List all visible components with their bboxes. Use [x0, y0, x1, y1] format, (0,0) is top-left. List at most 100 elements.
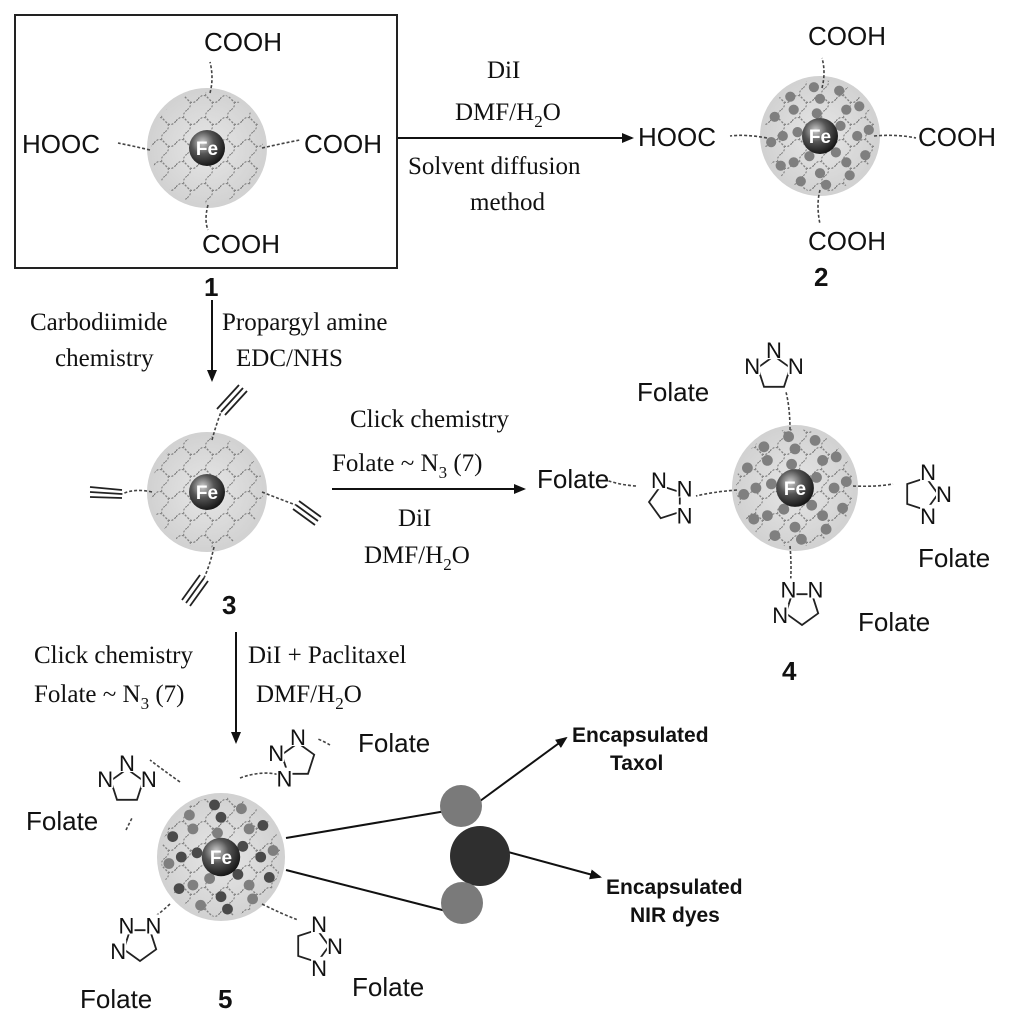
- arrow-nir: [507, 851, 602, 880]
- zoom-line-top: [285, 809, 453, 839]
- dye-dot: [854, 101, 865, 112]
- triazole-nitrogen: N: [119, 751, 135, 776]
- dye-dot: [806, 499, 818, 511]
- compound-1-number: 1: [204, 272, 218, 302]
- dye-dot: [209, 799, 220, 811]
- dye-dot: [175, 851, 187, 863]
- triazole-nitrogen: N: [277, 767, 293, 792]
- dye-dot: [215, 811, 227, 823]
- dye-dot: [841, 157, 852, 168]
- taxol-sphere-lower: [441, 882, 483, 924]
- legend-nir-line1: Encapsulated: [606, 876, 743, 899]
- dye-dot: [844, 170, 855, 181]
- fe-label: Fe: [210, 848, 232, 869]
- c5-folate-bl: Folate: [80, 984, 152, 1014]
- c4-folate-left: Folate: [537, 464, 609, 494]
- legend-taxol-line1: Encapsulated: [572, 724, 709, 747]
- nanoparticle-3: Fe: [147, 432, 267, 552]
- dye-dot: [788, 157, 799, 168]
- dye-dot: [766, 137, 777, 148]
- dye-dot: [834, 85, 845, 96]
- nanoparticle-1: Fe: [147, 88, 267, 208]
- dye-dot: [786, 458, 797, 470]
- dye-dot: [738, 489, 750, 500]
- triazole-nitrogen: N: [268, 741, 284, 766]
- dye-dot: [163, 858, 175, 869]
- c5-folate-br: Folate: [352, 972, 424, 1002]
- dye-dot: [830, 451, 842, 463]
- dye-dot: [236, 803, 247, 815]
- triazole-nitrogen: N: [677, 504, 693, 529]
- taxol-sphere: [440, 785, 482, 827]
- reaction-arrows: [207, 133, 634, 913]
- arrow-taxol: [475, 736, 568, 805]
- dye-dot: [263, 872, 275, 883]
- dye-dot: [762, 510, 773, 521]
- dye-dot: [237, 840, 249, 852]
- c5-folate-tl: Folate: [26, 806, 98, 836]
- dye-dot: [814, 168, 826, 179]
- iron-oxide-core: [201, 837, 241, 877]
- c5-folate-tr: Folate: [358, 728, 430, 758]
- dye-dot: [748, 513, 760, 525]
- dye-dot: [811, 108, 822, 119]
- triazole-nitrogen: N: [311, 912, 327, 937]
- dye-dot: [212, 827, 223, 839]
- iron-oxide-core: [189, 474, 225, 510]
- dye-dot: [785, 91, 796, 102]
- iron-oxide-core: [802, 118, 838, 154]
- dye-dot: [777, 130, 788, 142]
- legend-nir-line2: NIR dyes: [630, 904, 720, 927]
- triazole-nitrogen: N: [110, 939, 126, 964]
- dye-dot: [187, 879, 199, 891]
- r2-chemistry: chemistry: [55, 345, 154, 372]
- zoom-line-bottom: [285, 869, 451, 913]
- r3-solvent: DMF/H2O: [364, 542, 470, 574]
- dye-dot: [257, 820, 269, 831]
- c2-right-cooh: COOH: [918, 122, 996, 152]
- triazole-nitrogen: N: [936, 482, 952, 507]
- dye-dot: [840, 476, 852, 487]
- r1-method-line2: method: [470, 189, 545, 216]
- alkyne-bottom: [181, 574, 209, 607]
- dye-dot: [796, 533, 807, 545]
- dye-dot: [247, 893, 258, 905]
- nanoparticle-5: Fe: [157, 793, 285, 921]
- r3-click: Click chemistry: [350, 406, 509, 433]
- r4-dii-paclitaxel: DiI + Paclitaxel: [248, 642, 407, 669]
- r4-solvent: DMF/H2O: [256, 681, 362, 713]
- dye-dot: [215, 891, 227, 903]
- triazole-ring: NNN: [97, 751, 157, 801]
- dye-dot: [778, 503, 790, 515]
- triazole-nitrogen: N: [766, 338, 782, 363]
- nanoparticle-4: Fe: [732, 425, 858, 551]
- triazole-nitrogen: N: [744, 354, 760, 379]
- compound-5-number: 5: [218, 984, 232, 1014]
- triazole-ring: NNN: [268, 725, 316, 792]
- triazole-nitrogen: N: [920, 504, 936, 529]
- dye-dot: [820, 523, 832, 535]
- triazole-nitrogen: N: [146, 913, 162, 938]
- dye-dot: [821, 179, 832, 190]
- dye-dot: [804, 151, 815, 162]
- alkyne-groups: [89, 384, 322, 607]
- dye-dot: [167, 831, 179, 842]
- legend-taxol-line2: Taxol: [610, 752, 663, 775]
- dye-dot: [750, 482, 762, 494]
- dye-dot: [766, 478, 777, 490]
- dye-dot: [783, 431, 794, 443]
- dye-dot: [267, 845, 279, 856]
- dye-dot: [187, 823, 199, 835]
- r1-solvent: DMF/H2O: [455, 99, 561, 131]
- compound-4-number: 4: [782, 656, 797, 686]
- c2-left-hooc: HOOC: [638, 122, 716, 152]
- triazole-ring: NNN: [297, 912, 343, 981]
- c2-top-cooh: COOH: [808, 21, 886, 51]
- alkyne-right: [292, 500, 322, 526]
- dye-dot: [852, 130, 863, 142]
- dye-dot: [173, 883, 185, 894]
- triazole-nitrogen: N: [920, 460, 936, 485]
